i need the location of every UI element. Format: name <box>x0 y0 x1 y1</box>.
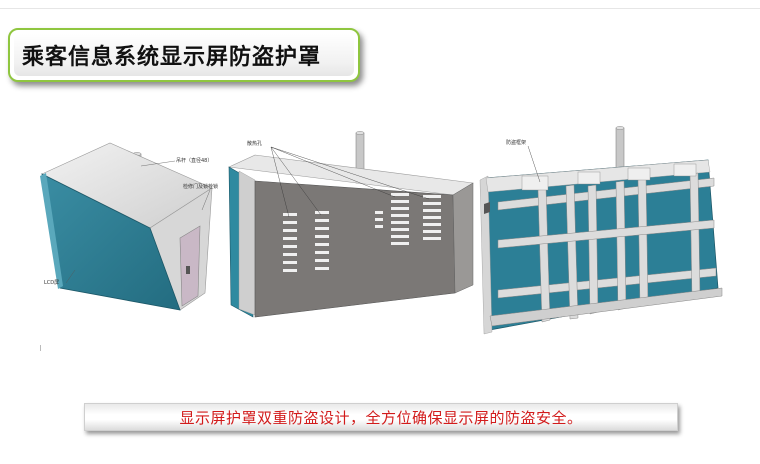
title-box: 乘客信息系统显示屏防盗护罩 <box>8 28 360 82</box>
top-rule <box>0 8 760 9</box>
frame-drawing: 防盗框架 <box>479 126 723 335</box>
figure-middle-rear-panel: 散热孔 <box>225 125 475 325</box>
figure-right-frame: 防盗框架 <box>478 120 738 345</box>
label-lcd: LCD屏 <box>44 280 59 286</box>
caption-text: 显示屏护罩双重防盗设计，全方位确保显示屏的防盗安全。 <box>179 408 583 427</box>
label-door-lock: 检修门及锁栓锁 <box>183 183 218 190</box>
divider-tick <box>40 345 41 351</box>
label-pole: 吊杆（直径48） <box>176 157 212 164</box>
figure-left-housing: 吊杆（直径48） 检修门及锁栓锁 LCD屏 <box>30 118 230 338</box>
label-frame: 防盗框架 <box>506 139 526 146</box>
caption-bar: 显示屏护罩双重防盗设计，全方位确保显示屏的防盗安全。 <box>84 403 678 431</box>
slide-title: 乘客信息系统显示屏防盗护罩 <box>22 45 322 70</box>
housing-front-drawing: 吊杆（直径48） 检修门及锁栓锁 LCD屏 <box>40 142 218 311</box>
rear-panel-drawing: 散热孔 <box>227 131 474 318</box>
label-vents: 散热孔 <box>247 140 262 147</box>
